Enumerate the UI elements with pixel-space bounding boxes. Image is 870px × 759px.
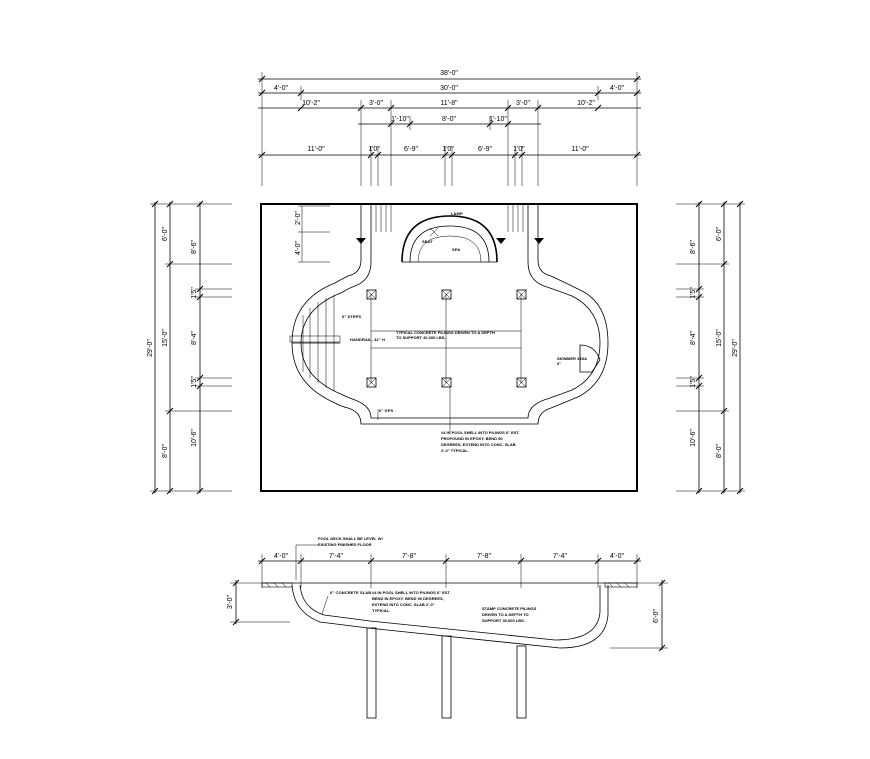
- piling-marker: [366, 377, 377, 388]
- dim-section-b: 7'-4": [329, 553, 343, 560]
- dim-right-inner-e: 10'-6": [690, 429, 697, 447]
- note-rebar-plan: #4 IN POOL SHELL INTO PILINGS 6" EST. PR…: [441, 430, 520, 453]
- plan-notes: LAMP SEAT SPA 6" STEPS HANDRAIL, 42" H 6…: [342, 211, 587, 453]
- dim-left-inner-a: 8'-6": [191, 240, 198, 254]
- note-pilings-section: STAMP CONCRETE PILINGS DRIVEN TO A DEPTH…: [482, 606, 536, 623]
- dim-left-mid-b: 15'-0": [162, 329, 169, 347]
- top-dimension-chain: 38'-0" 4'-0" 30'-0" 4'-0" 10'-2" 3'-0" 1…: [258, 70, 641, 186]
- piling-marker: [516, 377, 527, 388]
- dim-row5-d: 1'0": [442, 146, 454, 153]
- dim-row3-d: 3'-0": [516, 100, 530, 107]
- dim-top-right-deck: 4'-0": [610, 85, 624, 92]
- dim-row4-b: 8'-0": [442, 116, 456, 123]
- dim-left-inner-e: 10'-6": [191, 429, 198, 447]
- dim-row5-b: 1'0": [368, 146, 380, 153]
- note-pilings-plan: TYPICAL CONCRETE PILINGS DRIVEN TO A DEP…: [396, 330, 495, 340]
- piling-marker: [366, 289, 377, 300]
- dim-section-e: 7'-4": [553, 553, 567, 560]
- right-dimension-chain: 29'-0" 6'-0" 15'-0" 8'-0" 8'-6" 1'5" 8'-…: [676, 200, 745, 495]
- dim-row3-a: 10'-2": [302, 100, 320, 107]
- note-handrail: HANDRAIL, 42" H: [350, 337, 385, 342]
- dim-left-mid-c: 8'-0": [162, 444, 169, 458]
- left-dimension-chain: 29'-0" 6'-0" 15'-0" 8'-0" 8'-6" 1'5" 8'-…: [147, 200, 232, 495]
- dim-right-mid-a: 6'-0": [716, 227, 723, 241]
- dim-top-left-deck: 4'-0": [274, 85, 288, 92]
- dim-section-depth-left: 3'-0": [227, 595, 234, 609]
- dim-section-a: 4'-0": [274, 553, 288, 560]
- dim-right-inner-a: 8'-6": [690, 240, 697, 254]
- note-steps: 6" STEPS: [342, 314, 361, 319]
- note-seat: SEAT: [422, 239, 433, 244]
- dim-section-f: 4'-0": [610, 553, 624, 560]
- dim-right-inner-c: 8'-4": [690, 331, 697, 345]
- dim-row5-e: 6'-9": [478, 146, 492, 153]
- dim-section-d: 7'-8": [477, 553, 491, 560]
- note-rebar-section: #4 IN POOL SHELL INTO PILINGS 6" EST. BE…: [372, 590, 451, 613]
- section-view: 4'-0" 7'-4" 7'-8" 7'-8" 7'-4" 4'-0" 3'-0…: [227, 536, 668, 719]
- dim-row5-c: 6'-9": [404, 146, 418, 153]
- dim-top-pool-width: 30'-0": [440, 85, 458, 92]
- pool-outline: [289, 204, 609, 425]
- dim-row3-c: 11'-8": [440, 100, 458, 107]
- dim-row5-a: 11'-0": [307, 146, 325, 153]
- dim-right-inner-b: 1'5": [690, 287, 697, 299]
- dim-right-mid-c: 8'-0": [716, 444, 723, 458]
- piling-marker: [441, 289, 452, 300]
- dim-right-inner-d: 1'5": [690, 376, 697, 388]
- note-skimmer: SKIMMER 4'DIA 6": [557, 356, 587, 366]
- piling-marker: [516, 289, 527, 300]
- dim-left-inner-b: 1'5": [191, 287, 198, 299]
- piling-marker: [441, 377, 452, 388]
- dim-section-depth-right: 6'-0": [653, 609, 660, 623]
- piling-grid: [366, 289, 527, 432]
- section-pilings: [366, 627, 527, 719]
- dim-section-c: 7'-8": [402, 553, 416, 560]
- dim-overall-top: 38'-0": [440, 70, 458, 77]
- dim-row3-e: 10'-2": [577, 100, 595, 107]
- dim-left-mid-a: 6'-0": [162, 227, 169, 241]
- dim-left-overall: 29'-0": [147, 339, 154, 357]
- dim-left-inner-d: 1'5": [191, 376, 198, 388]
- plan-inner-dims: 2'-0" 4'-0": [295, 205, 330, 263]
- note-concrete-slab: 6" CONCRETE SLAB: [330, 590, 371, 595]
- dim-row4-c: 1'-10": [489, 116, 507, 123]
- dim-plan-side-b: 4'-0": [295, 241, 302, 255]
- dim-right-mid-b: 15'-0": [716, 329, 723, 347]
- dim-row3-b: 3'-0": [369, 100, 383, 107]
- dim-left-inner-c: 8'-4": [191, 331, 198, 345]
- dim-plan-side-a: 2'-0": [295, 211, 302, 225]
- note-spa: SPA: [452, 247, 460, 252]
- dim-right-overall: 29'-0": [732, 339, 739, 357]
- dim-row5-g: 11'-0": [571, 146, 589, 153]
- plan-border: [260, 203, 638, 492]
- dim-row4-a: 1'-10": [391, 116, 409, 123]
- note-gps: 6" GPS: [379, 408, 394, 413]
- note-lamp: LAMP: [451, 211, 463, 216]
- dim-row5-f: 1'0": [513, 146, 525, 153]
- note-deck: POOL DECK SHALL BE LEVEL W/ EXISTING FIN…: [318, 536, 383, 547]
